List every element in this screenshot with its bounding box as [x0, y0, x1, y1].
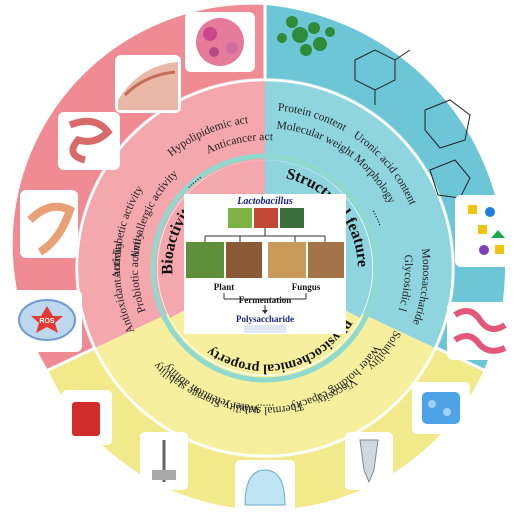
physicochemical-ellipsis: ...... — [256, 401, 275, 413]
molecule-network-image — [277, 16, 335, 56]
uronic-acid-structure-image — [354, 49, 411, 105]
centrifuge-tube-image — [345, 432, 393, 490]
plant-image-1 — [186, 242, 224, 278]
fungus-image-2 — [308, 242, 344, 278]
plant-label: Plant — [214, 282, 235, 292]
helix-structure-image — [447, 302, 509, 360]
viscometer-image — [140, 432, 188, 490]
ros-badge: ROS — [39, 318, 55, 325]
glycosidic-structure-image — [424, 99, 471, 199]
glass-dome-image — [235, 460, 295, 515]
blue-gel-beaker-image — [412, 382, 470, 434]
pancreas-image — [20, 190, 78, 258]
red-beaker-image — [62, 390, 112, 445]
intestine-image — [58, 112, 120, 170]
lactobacillus-label: Lactobacillus — [236, 196, 293, 207]
plant-image-2 — [226, 242, 262, 278]
fungus-image-1 — [268, 242, 306, 278]
outer-ring-images: ROS — [12, 12, 513, 515]
cancer-cell-image — [185, 12, 255, 72]
monosaccharide-chain-image — [455, 195, 513, 267]
center-diagram: Lactobacillus Plant Fungus Fermentation … — [184, 194, 346, 334]
fermentation-label: Fermentation — [239, 295, 291, 305]
fungus-label: Fungus — [292, 282, 321, 292]
bacteria-image-1 — [228, 208, 252, 228]
connector-lines — [204, 228, 326, 242]
thermal-stability-label: Thermal stability — [222, 399, 305, 417]
polysaccharide-structure-image — [244, 325, 286, 333]
bacteria-image-3 — [280, 208, 304, 228]
bacteria-image-2 — [254, 208, 278, 228]
ros-cell-image: ROS — [12, 290, 82, 352]
polysaccharide-label: Polysaccharide — [236, 314, 294, 324]
skin-tissue-image — [115, 55, 181, 113]
